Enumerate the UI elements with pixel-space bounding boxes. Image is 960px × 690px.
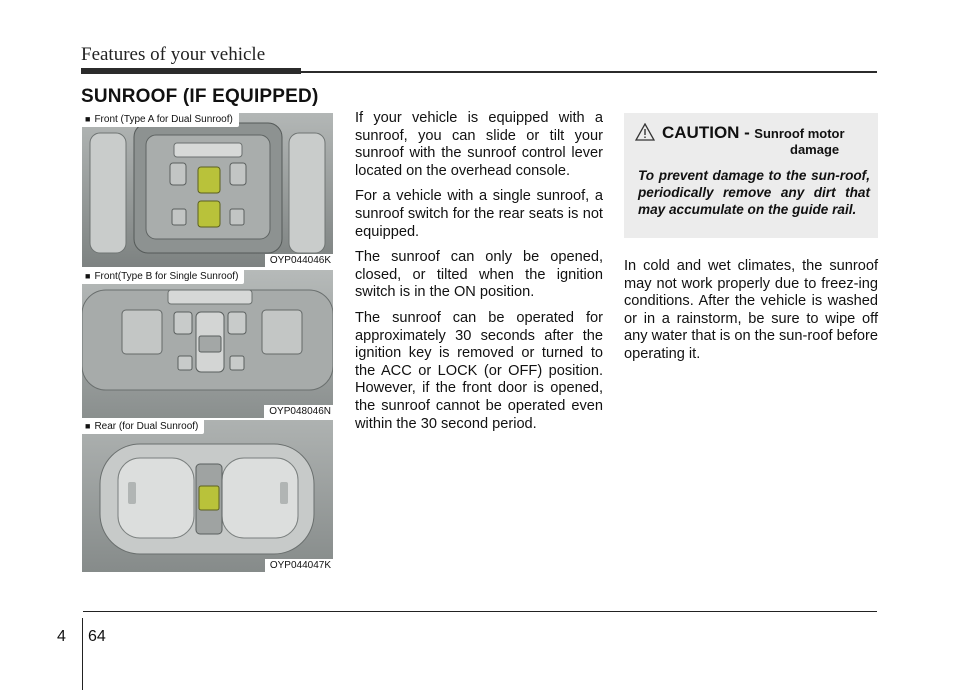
- section-title: SUNROOF (IF EQUIPPED): [81, 86, 319, 107]
- body-text: If your vehicle is equipped with a sunro…: [355, 110, 603, 441]
- figure-code: OYP044046K: [264, 254, 333, 267]
- body-paragraph: The sunroof can be operated for approxim…: [355, 309, 603, 432]
- overhead-console-front-a-photo: [82, 113, 333, 267]
- body-paragraph: The sunroof can only be opened, closed, …: [355, 249, 603, 301]
- chapter-number: 4: [57, 628, 66, 645]
- caution-text: To prevent damage to the sun-roof, perio…: [638, 168, 870, 217]
- figure-caption: ■Rear (for Dual Sunroof): [82, 420, 205, 434]
- figure-caption: ■Front(Type B for Single Sunroof): [82, 270, 245, 284]
- figure-caption: ■Front (Type A for Dual Sunroof): [82, 113, 239, 127]
- figure-rear: ■Rear (for Dual Sunroof) OYP044047K: [82, 420, 333, 572]
- caution-subject-cont: damage: [790, 142, 840, 157]
- figure-front-type-b: ■Front(Type B for Single Sunroof) OYP048…: [82, 270, 333, 418]
- caution-box: CAUTION - Sunroof motor damage To preven…: [624, 113, 878, 238]
- header-rule-thin: [81, 71, 877, 73]
- caution-subject: Sunroof motor: [754, 126, 845, 141]
- warning-triangle-icon: [635, 123, 655, 141]
- body-paragraph: For a vehicle with a single sunroof, a s…: [355, 188, 603, 240]
- footer-rule: [83, 611, 877, 612]
- figure-front-type-a: ■Front (Type A for Dual Sunroof) OYP0440…: [82, 113, 333, 267]
- caution-heading: CAUTION - Sunroof motor damage: [662, 123, 890, 157]
- footer-divider: [82, 618, 83, 690]
- header-title: Features of your vehicle: [81, 44, 266, 65]
- overhead-console-front-b-photo: [82, 270, 333, 418]
- body-paragraph: If your vehicle is equipped with a sunro…: [355, 110, 603, 179]
- right-column-text: In cold and wet climates, the sunroof ma…: [624, 258, 878, 362]
- figure-code: OYP044047K: [264, 559, 333, 572]
- overhead-console-rear-photo: [82, 420, 333, 572]
- page-number: 64: [88, 628, 106, 645]
- figure-code: OYP048046N: [264, 405, 333, 418]
- caution-label: CAUTION -: [662, 123, 750, 142]
